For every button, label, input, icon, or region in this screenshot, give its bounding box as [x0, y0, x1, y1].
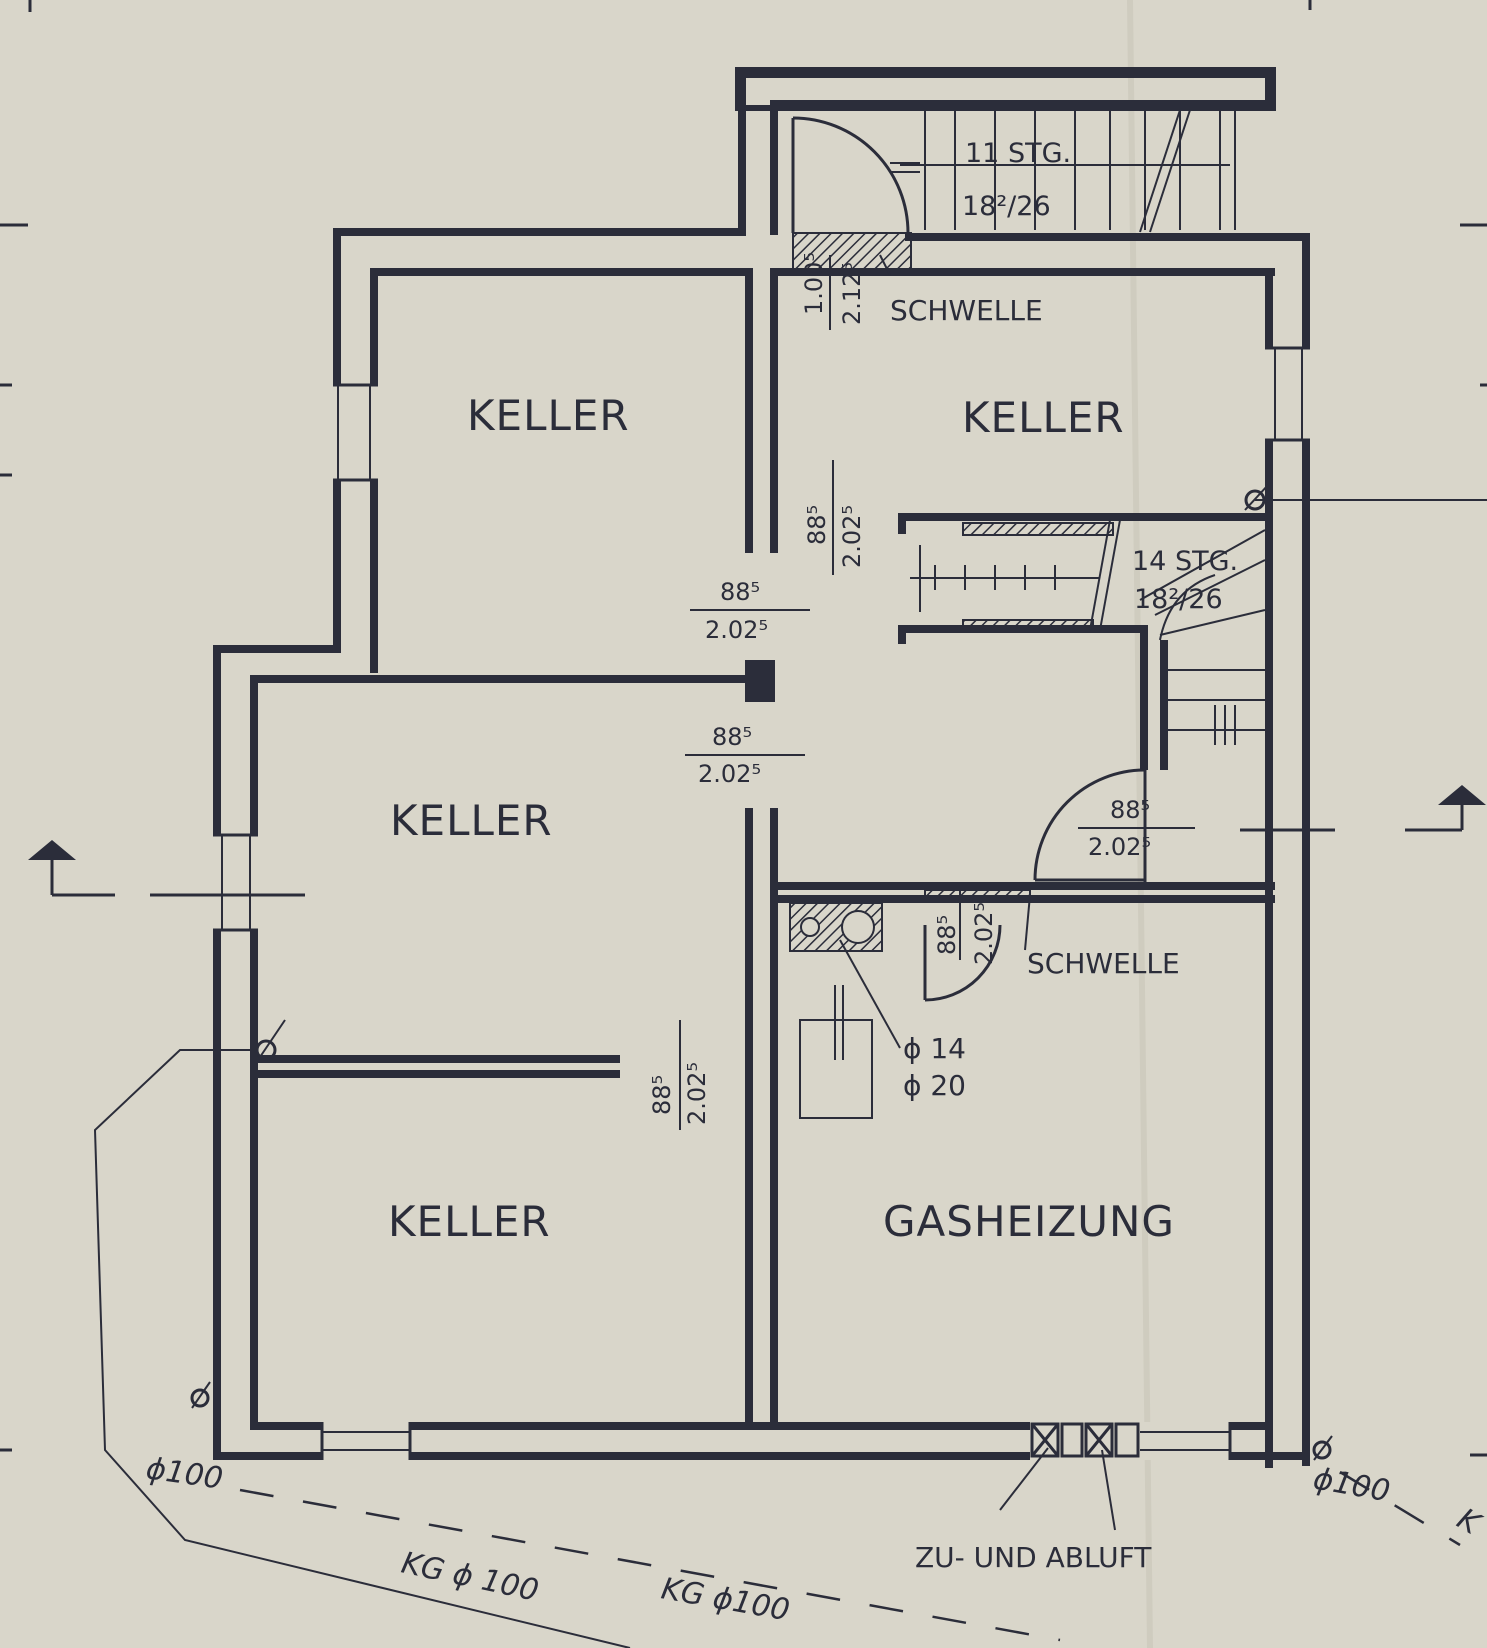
floor-drains — [190, 484, 1333, 1461]
margin-ticks — [0, 0, 1487, 1457]
room-label-keller-top-right: KELLER — [962, 393, 1125, 442]
dim-upper-left-h: 2.02⁵ — [705, 616, 768, 644]
chimney-flue-small — [800, 917, 820, 937]
dim-lower-left-h: 2.02⁵ — [698, 760, 761, 788]
stair-top-ratio: 18²/26 — [962, 191, 1051, 222]
stair-right-steps: 14 STG. — [1132, 546, 1238, 577]
room-label-keller-top-left: KELLER — [467, 391, 630, 440]
dim-vertical-mid-w: 88⁵ — [803, 505, 831, 545]
chimney-leader — [839, 939, 901, 1049]
wall-outlines — [735, 67, 1276, 111]
chimney-diameter-1: ϕ 14 — [903, 1032, 966, 1065]
dim-heating-w: 88⁵ — [933, 915, 961, 955]
ventilation-label: ZU- UND ABLUFT — [915, 1541, 1152, 1574]
dim-right-stair-h: 2.02⁵ — [1088, 833, 1151, 861]
threshold-label-mid: SCHWELLE — [1027, 947, 1180, 980]
dimension-rules — [679, 254, 1195, 1531]
ventilation-openings — [1030, 1422, 1140, 1460]
stair-landing-hatch-bottom — [962, 619, 1094, 633]
dim-bottom-keller-w: 88⁵ — [648, 1075, 676, 1115]
stair-right — [910, 519, 1266, 745]
threshold-label-top: SCHWELLE — [890, 294, 1043, 327]
dim-top-entrance-h: 2.12⁵ — [838, 262, 866, 325]
room-label-heating: GASHEIZUNG — [883, 1197, 1175, 1246]
threshold-mid-hatch — [924, 889, 1031, 903]
dim-lower-left-w: 88⁵ — [712, 723, 752, 751]
threshold-top-hatch — [792, 232, 912, 274]
room-label-keller-mid-left: KELLER — [390, 796, 553, 845]
windows — [213, 346, 1310, 1460]
dim-vertical-mid-h: 2.02⁵ — [838, 505, 866, 568]
stair-top — [890, 109, 1236, 233]
section-marker-right — [1240, 785, 1486, 832]
dim-upper-left-w: 88⁵ — [720, 578, 760, 606]
section-marker-left — [28, 840, 305, 897]
dim-heating-h: 2.02⁵ — [970, 902, 998, 965]
stair-landing-hatch-top — [962, 522, 1114, 536]
chimney-diameter-2: ϕ 20 — [903, 1069, 966, 1102]
dim-bottom-keller-h: 2.02⁵ — [683, 1062, 711, 1125]
door-swings — [791, 116, 1147, 1002]
room-label-keller-bottom-left: KELLER — [388, 1197, 551, 1246]
drain-lines — [93, 499, 1487, 1648]
dim-right-stair-w: 88⁵ — [1110, 796, 1150, 824]
dim-top-entrance-w: 1.00⁵ — [800, 252, 828, 315]
stair-top-steps: 11 STG. — [965, 138, 1071, 169]
chimney-flue-large — [841, 910, 875, 944]
stair-right-ratio: 18²/26 — [1134, 584, 1223, 615]
